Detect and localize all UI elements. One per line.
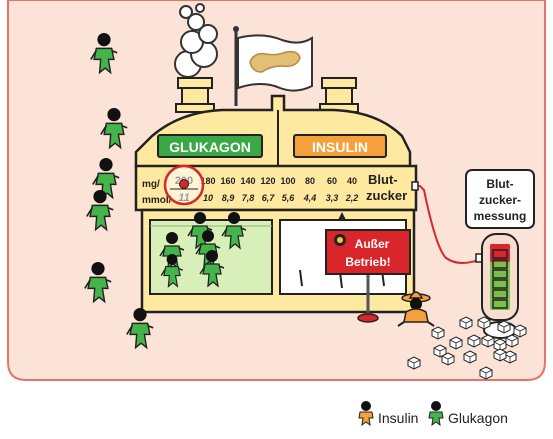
mmol-tick-label: 3,3 [326, 193, 339, 203]
meter-cell [492, 289, 508, 299]
mmol-tick-label: 2,2 [345, 193, 359, 203]
sugar-cube-icon [481, 334, 495, 348]
insulin-legend-label: Insulin [378, 410, 419, 426]
sugar-cube-icon [433, 344, 447, 358]
person-figure-icon [100, 108, 128, 150]
current-value-indicator [163, 164, 205, 206]
mg-tick-label: 120 [260, 176, 275, 186]
mmol-tick-label: 4,4 [303, 193, 317, 203]
scale-title-line2: zucker [366, 188, 407, 203]
glukagon-legend-label: Glukagon [448, 410, 508, 426]
blood-sugar-meter: Blut- zucker- messung [465, 169, 535, 339]
person-figure-icon [160, 254, 184, 288]
meter-label-line2: zucker- [479, 193, 521, 207]
sugar-cube-icon [505, 334, 519, 348]
glukagon-label: GLUKAGON [169, 139, 251, 155]
mmol-tick-label: 5,6 [282, 193, 296, 203]
sleeping-insulin-figure [397, 291, 435, 327]
person-figure-icon [199, 250, 225, 288]
sugar-cube-icon [441, 352, 455, 366]
person-figure-icon [90, 33, 118, 75]
insulin-sign: INSULIN [293, 134, 387, 158]
alarm-light-icon [334, 234, 346, 246]
glukagon-legend-icon [428, 401, 444, 426]
meter-label-line1: Blut- [486, 177, 513, 191]
pancreas-flag-icon [233, 26, 313, 106]
mg-tick-label: 40 [347, 176, 357, 186]
sugar-cube-icon [449, 336, 463, 350]
meter-label-line3: messung [474, 209, 527, 223]
meter-cell [492, 249, 508, 259]
meter-cable [414, 185, 485, 264]
meter-cell [492, 299, 508, 309]
person-figure-icon [92, 158, 120, 200]
mmol-tick-label: 7,8 [242, 193, 255, 203]
out-of-service-line2: Betrieb! [345, 255, 390, 269]
mmol-tick-label: 8,9 [222, 193, 235, 203]
mmol-tick-label: 10 [203, 193, 213, 203]
scale-title-line1: Blut- [368, 172, 398, 187]
insulin-legend-icon [358, 401, 374, 426]
glukagon-sign: GLUKAGON [157, 134, 263, 158]
glukagon-figures [84, 33, 247, 350]
pointer-triangle [338, 212, 346, 220]
meter-cell [492, 269, 508, 279]
insulin-label: INSULIN [312, 139, 368, 155]
out-of-service-sign: Außer Betrieb! [325, 229, 411, 323]
sugar-cube-icon [467, 334, 481, 348]
mmol-tick-label: 6,7 [262, 193, 276, 203]
sugar-cube-icon [431, 326, 445, 340]
sugar-cube-icon [459, 316, 473, 330]
glukagon-chimney [175, 77, 215, 113]
sugar-cube-icon [497, 320, 511, 334]
meter-cell [492, 259, 508, 269]
mg-tick-label: 60 [327, 176, 337, 186]
sugar-cube-icon [463, 350, 477, 364]
meter-cell [492, 279, 508, 289]
insulin-chimney [319, 77, 359, 113]
sugar-cube-icon [477, 316, 491, 330]
out-of-service-line1: Außer [355, 237, 390, 251]
mg-tick-label: 140 [240, 176, 255, 186]
mg-tick-label: 80 [305, 176, 315, 186]
sugar-cube-icon [493, 348, 507, 362]
person-figure-icon [84, 262, 112, 304]
person-figure-icon [86, 190, 114, 232]
mg-tick-label: 180 [200, 176, 215, 186]
sugar-cube-icon [479, 366, 493, 380]
sugar-cube-icon [407, 356, 421, 370]
sugar-cube-icon [513, 324, 527, 338]
person-figure-icon [126, 308, 154, 350]
sugar-cubes [407, 316, 527, 380]
mmol-values: 11108,97,86,75,64,43,32,2 [178, 192, 358, 204]
mg-tick-label: 100 [280, 176, 295, 186]
mg-unit: mg/ [142, 179, 160, 190]
mmol-unit: mmol/ [142, 195, 172, 206]
smoke-cloud-icon [174, 3, 218, 78]
person-figure-icon [221, 212, 247, 250]
mg-tick-label: 160 [220, 176, 235, 186]
